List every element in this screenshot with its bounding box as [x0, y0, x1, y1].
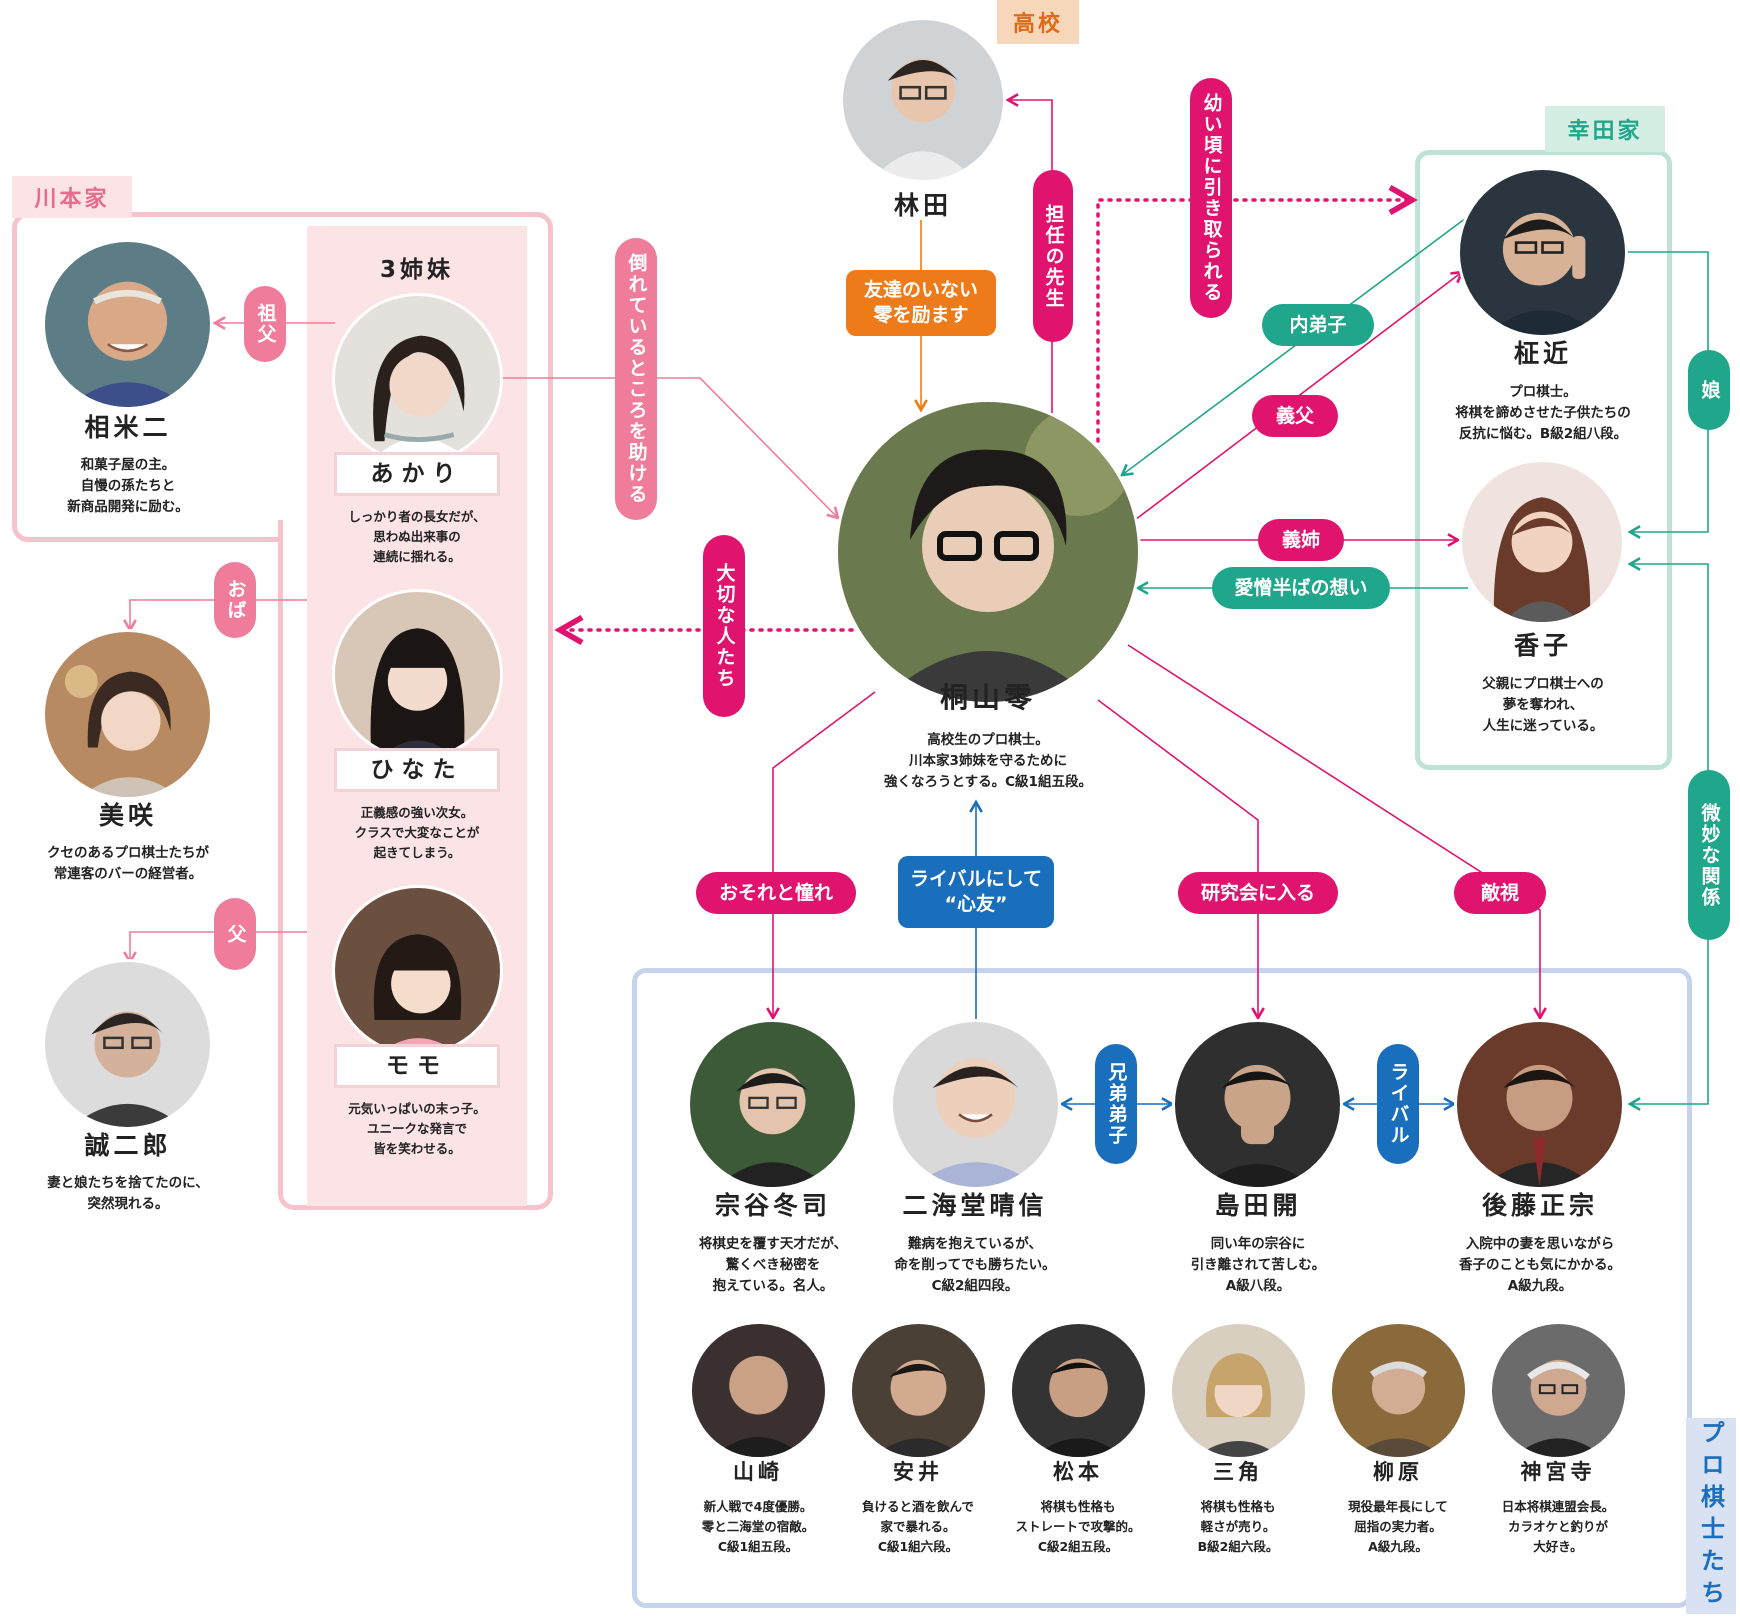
misaki-name: 美咲 — [98, 801, 157, 830]
yamazaki-desc: 新人戦で4度優勝。 零と二海堂の宿敵。 C級1組五段。 — [701, 1499, 815, 1554]
label-uchideshi: 内弟子 — [1262, 304, 1374, 346]
hayashida-name: 林田 — [893, 191, 952, 220]
matsumoto-photo — [1012, 1324, 1145, 1457]
misaki-photo — [45, 632, 210, 797]
label-precious: 大切な人たち — [703, 535, 745, 717]
hinata-desc: 正義感の強い次女。 クラスで大変なことが 起きてしまう。 — [354, 805, 480, 860]
someji-photo — [45, 242, 210, 407]
yasui-photo — [852, 1324, 985, 1457]
nikaido-desc: 難病を抱えているが、 命を削ってでも勝ちたい。 C級2組四段。 — [894, 1236, 1056, 1294]
kouda-family-tag: 幸田家 — [1545, 106, 1665, 152]
misumi-name: 三角 — [1213, 1460, 1263, 1484]
akari-photo — [335, 296, 500, 461]
yamazaki-photo — [692, 1324, 825, 1457]
label-homeroom-teacher: 担任の先生 — [1033, 170, 1073, 342]
akari-name: あかり — [334, 452, 500, 496]
nikaido-name: 二海堂晴信 — [902, 1191, 1048, 1220]
label-stepsister: 義姉 — [1258, 519, 1344, 561]
nikaido-photo — [893, 1022, 1058, 1187]
label-brother-disciples: 兄弟弟子 — [1095, 1044, 1137, 1164]
label-grandfather: 祖父 — [244, 286, 286, 362]
kyoko-photo — [1462, 462, 1622, 622]
matsumoto-name: 松本 — [1053, 1460, 1103, 1484]
yamazaki-name: 山崎 — [733, 1460, 783, 1484]
seijiro-photo — [45, 962, 210, 1127]
goto-desc: 入院中の妻を思いながら 香子のことも気にかかる。 A級九段。 — [1459, 1236, 1621, 1294]
masachika-photo — [1460, 170, 1625, 335]
misumi-photo — [1172, 1324, 1305, 1457]
hinata-name: ひなた — [334, 748, 500, 792]
label-hostility: 敵視 — [1454, 872, 1546, 914]
shimada-name: 島田開 — [1214, 1191, 1302, 1220]
rei-desc: 高校生のプロ棋士。 川本家3姉妹を守るために 強くなろうとする。C級1組五段。 — [884, 732, 1092, 790]
label-study-group: 研究会に入る — [1178, 872, 1338, 914]
kyoko-desc: 父親にプロ棋士への 夢を奪われ、 人生に迷っている。 — [1482, 676, 1604, 734]
jinguji-name: 神宮寺 — [1520, 1460, 1596, 1484]
rei-photo — [838, 402, 1138, 702]
seijiro-name: 誠二郎 — [84, 1131, 172, 1160]
kyoko-name: 香子 — [1513, 631, 1572, 660]
label-love-hate: 愛憎半ばの想い — [1212, 567, 1390, 609]
souya-name: 宗谷冬司 — [714, 1191, 831, 1220]
matsumoto-desc: 将棋も性格も ストレートで攻撃的。 C級2組五段。 — [1015, 1499, 1141, 1554]
yasui-desc: 負けると酒を飲んで 家で暴れる。 C級1組六段。 — [862, 1499, 974, 1554]
masachika-desc: プロ棋士。 将棋を諦めさせた子供たちの 反抗に悩む。B級2組八段。 — [1455, 384, 1631, 442]
label-aunt: おば — [214, 562, 256, 638]
label-subtle: 微妙な関係 — [1688, 770, 1730, 940]
label-adopted: 幼い頃に引き取られる — [1190, 78, 1232, 318]
misaki-desc: クセのあるプロ棋士たちが 常連客のバーの経営者。 — [47, 845, 209, 882]
goto-photo — [1457, 1022, 1622, 1187]
kawamoto-family-tag: 川本家 — [12, 176, 132, 218]
akari-desc: しっかり者の長女だが、 思わぬ出来事の 連続に揺れる。 — [348, 509, 486, 564]
label-awe: おそれと憧れ — [696, 872, 856, 914]
jinguji-desc: 日本将棋連盟会長。 カラオケと釣りが 大好き。 — [1501, 1499, 1615, 1554]
goto-name: 後藤正宗 — [1481, 1191, 1598, 1220]
yanagihara-name: 柳原 — [1373, 1460, 1423, 1484]
someji-name: 相米二 — [84, 413, 172, 442]
souya-desc: 将棋史を覆す天才だが、 驚くべき秘密を 抱えている。名人。 — [698, 1236, 848, 1294]
label-stepfather: 義父 — [1252, 395, 1338, 437]
hinata-photo — [335, 592, 500, 757]
seijiro-desc: 妻と娘たちを捨てたのに、 突然現れる。 — [47, 1175, 209, 1212]
someji-desc: 和菓子屋の主。 自慢の孫たちと 新商品開発に励む。 — [67, 457, 189, 515]
yanagihara-photo — [1332, 1324, 1465, 1457]
sisters-heading: 3姉妹 — [379, 257, 454, 283]
yasui-name: 安井 — [893, 1460, 943, 1484]
label-helped: 倒れているところを助ける — [615, 238, 657, 520]
school-tag: 高校 — [997, 0, 1079, 44]
label-daughter: 娘 — [1688, 350, 1730, 430]
momo-desc: 元気いっぱいの末っ子。 ユニークな発言で 皆を笑わせる。 — [348, 1101, 486, 1156]
label-rival: ライバル — [1377, 1044, 1419, 1164]
label-encourage: 友達のいない 零を励ます — [846, 270, 996, 336]
momo-photo — [335, 888, 500, 1053]
masachika-name: 柾近 — [1513, 339, 1572, 368]
souya-photo — [690, 1022, 855, 1187]
hayashida-photo — [843, 20, 1003, 180]
pro-players-tag: プロ棋士たち — [1686, 1418, 1736, 1614]
misumi-desc: 将棋も性格も 軽さが売り。 B級2組六段。 — [1197, 1499, 1279, 1554]
yanagihara-desc: 現役最年長にして 屈指の実力者。 A級九段。 — [1348, 1499, 1448, 1554]
jinguji-photo — [1492, 1324, 1625, 1457]
label-rival-friend: ライバルにして “心友” — [898, 856, 1054, 928]
label-father: 父 — [214, 898, 256, 970]
shimada-desc: 同い年の宗谷に 引き離されて苦しむ。 A級八段。 — [1190, 1236, 1326, 1294]
momo-name: モモ — [334, 1044, 500, 1088]
shimada-photo — [1175, 1022, 1340, 1187]
rei-name: 桐山零 — [939, 681, 1036, 714]
